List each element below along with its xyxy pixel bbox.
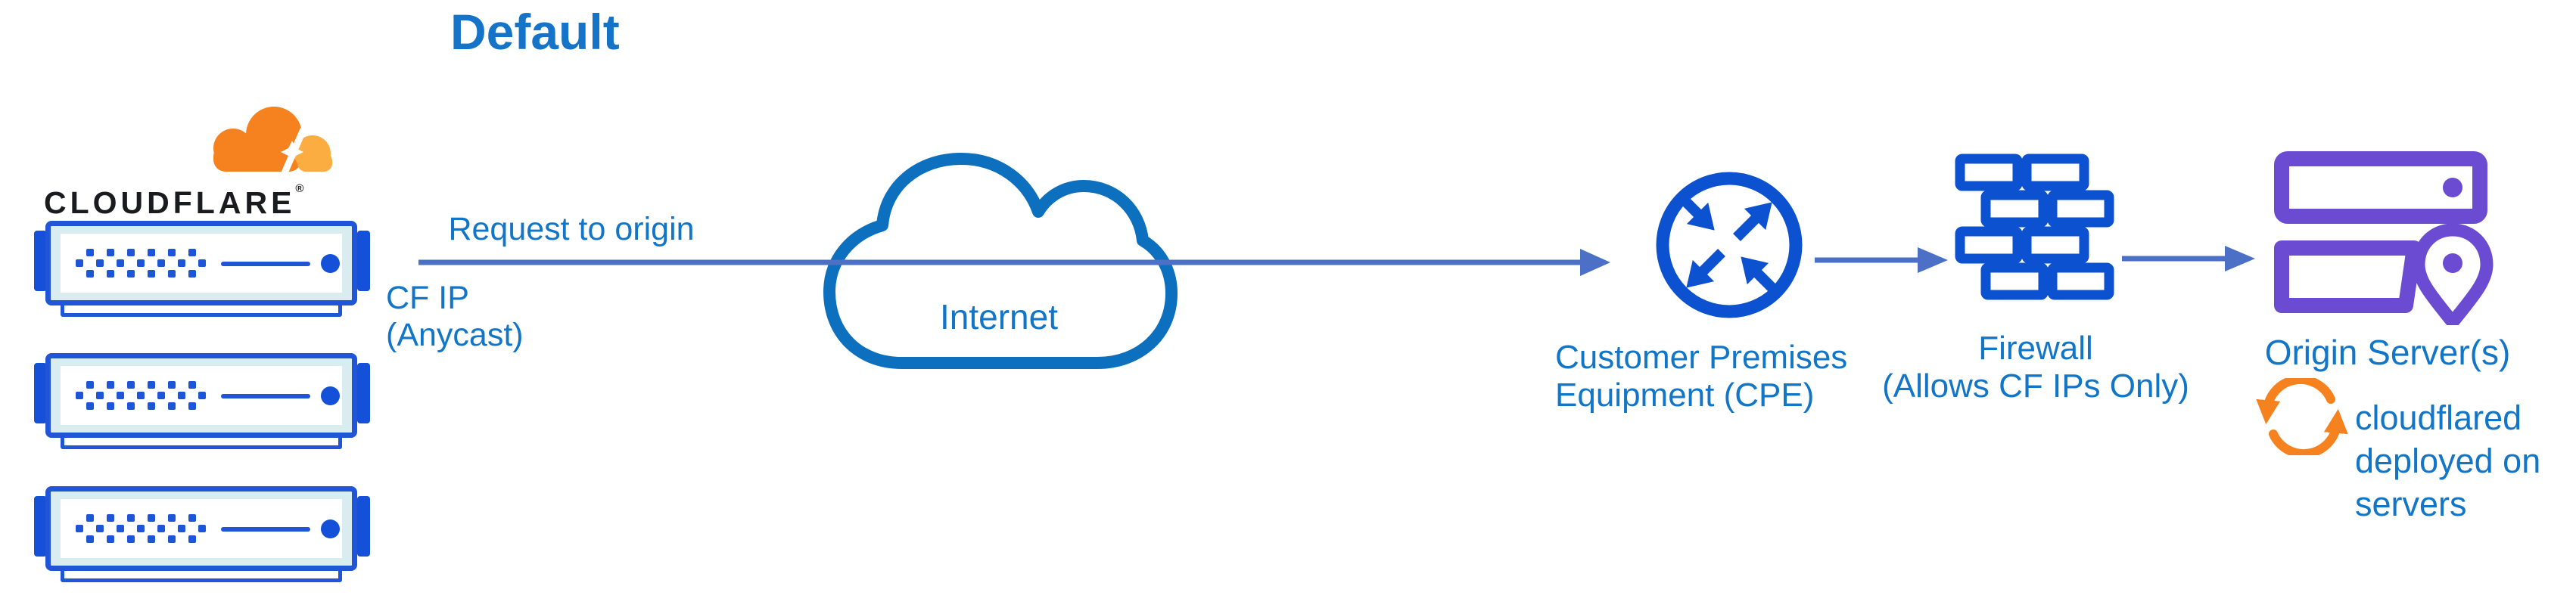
cloudflare-cloud-icon	[189, 104, 337, 180]
cpe-router-icon	[1654, 169, 1805, 324]
server-left-tab	[34, 231, 47, 291]
server-left-tab	[34, 363, 47, 423]
server-body	[45, 486, 357, 571]
firewall-brick-icon	[1954, 153, 2114, 308]
server-right-tab	[357, 496, 370, 557]
server-slot	[221, 527, 310, 532]
server-right-tab	[357, 231, 370, 291]
request-to-origin-label: Request to origin	[448, 211, 695, 247]
edge-server-icon	[34, 486, 371, 586]
arrow-firewall-to-origin	[2120, 242, 2258, 279]
cf-ip-anycast-label: CF IP (Anycast)	[386, 280, 524, 353]
internet-label: Internet	[940, 297, 1058, 336]
server-vents	[76, 514, 206, 543]
server-power-button	[321, 386, 340, 405]
server-vents	[76, 381, 206, 410]
server-power-button	[321, 519, 340, 538]
main-arrow	[415, 244, 1618, 284]
cpe-label: Customer Premises Equipment (CPE)	[1555, 339, 1848, 414]
arrow-cpe-to-firewall	[1813, 243, 1951, 281]
registered-mark: ®	[295, 182, 304, 195]
cloudflare-wordmark: CLOUDFLARE®	[44, 182, 303, 221]
diagram-title: Default	[450, 4, 620, 60]
location-pin-icon	[2412, 223, 2494, 329]
cloudflare-wordmark-text: CLOUDFLARE	[44, 185, 296, 220]
edge-server-icon	[34, 353, 371, 453]
server-power-button	[321, 254, 340, 273]
server-body	[45, 353, 357, 438]
server-right-tab	[357, 363, 370, 423]
server-left-tab	[34, 496, 47, 557]
origin-server-icon	[2273, 150, 2494, 329]
edge-server-icon	[34, 221, 371, 321]
firewall-label: Firewall (Allows CF IPs Only)	[1882, 330, 2189, 405]
server-slot	[221, 394, 310, 398]
server-slot	[221, 262, 310, 266]
server-vents	[76, 249, 206, 278]
server-body	[45, 221, 357, 305]
sync-arrows-icon	[2252, 374, 2352, 459]
cloudflared-label: cloudflared deployed on servers	[2355, 398, 2541, 523]
origin-servers-label: Origin Server(s)	[2264, 333, 2511, 372]
